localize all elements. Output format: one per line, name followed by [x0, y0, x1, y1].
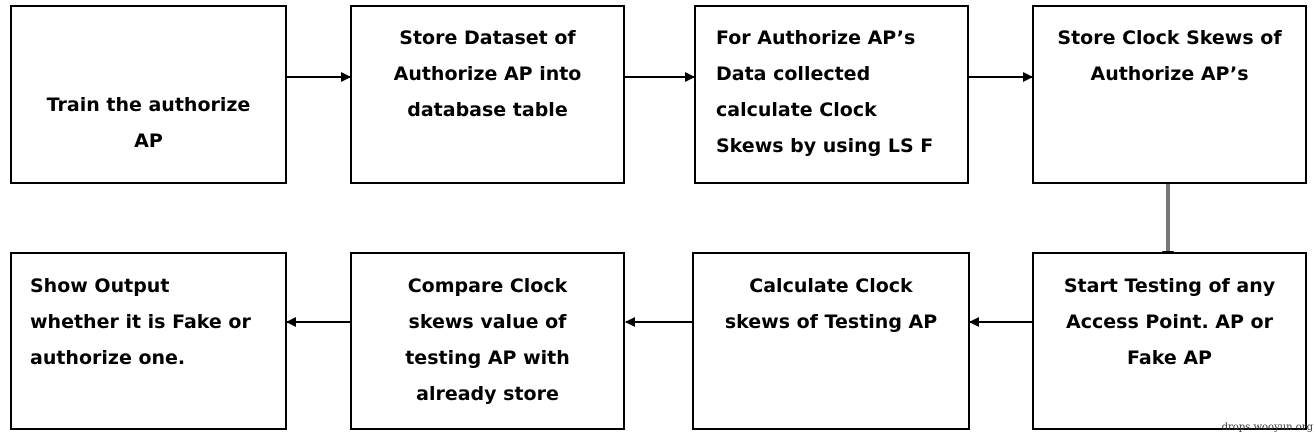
source-credit: drops.wooyun.org [1221, 422, 1313, 433]
train-ap-label: Train the authorize AP [46, 94, 251, 152]
calc-skews-testing-box: Calculate Clock skews of Testing AP [692, 252, 970, 430]
store-skews-box: Store Clock Skews of Authorize AP’s [1032, 5, 1307, 184]
start-testing-box: Start Testing of any Access Point. AP or… [1032, 252, 1307, 430]
compare-label: Compare Clock skews value of testing AP … [405, 275, 570, 405]
calc-skews-authorized-label: For Authorize AP’s Data collected calcul… [716, 27, 934, 157]
start-testing-label: Start Testing of any Access Point. AP or… [1063, 275, 1276, 369]
store-skews-label: Store Clock Skews of Authorize AP’s [1057, 27, 1282, 85]
show-output-label: Show Output whether it is Fake or author… [30, 275, 251, 369]
show-output-box: Show Output whether it is Fake or author… [10, 252, 287, 430]
calc-skews-testing-label: Calculate Clock skews of Testing AP [724, 275, 938, 333]
store-dataset-box: Store Dataset of Authorize AP into datab… [350, 5, 625, 184]
calc-skews-authorized-box: For Authorize AP’s Data collected calcul… [694, 5, 969, 184]
store-dataset-label: Store Dataset of Authorize AP into datab… [393, 27, 582, 121]
compare-box: Compare Clock skews value of testing AP … [350, 252, 625, 430]
train-ap-box: Train the authorize AP [10, 5, 287, 184]
